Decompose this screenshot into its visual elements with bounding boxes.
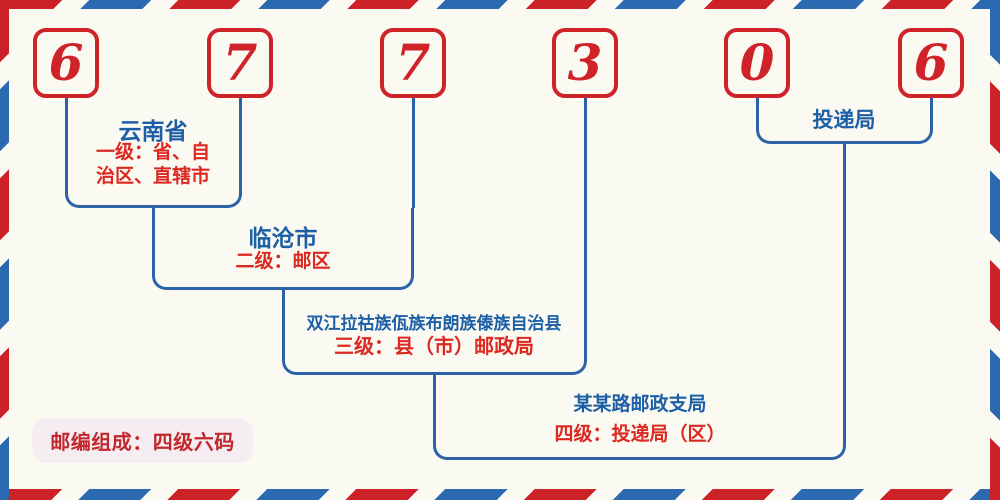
bracket-level-2 [152,208,414,290]
digit-4: 3 [567,33,603,92]
level-3-desc: 三级：县（市）邮政局 [334,336,534,358]
bracket-level-3 [282,290,587,375]
airmail-border-bottom [0,489,1000,500]
digit-box-5: 0 [724,28,790,98]
level-3-name: 双江拉祜族佤族布朗族傣族自治县 [306,314,562,333]
composition-label: 邮编组成：四级六码 [50,432,235,454]
digit-2: 7 [222,33,258,92]
digit-box-4: 3 [552,28,618,98]
connector-line-delivery-office [843,144,846,375]
airmail-border-top [0,0,1000,9]
bracket-level-4 [433,375,846,460]
level-2-desc: 二级：邮区 [235,251,331,272]
connector-line-digit-4 [584,98,587,290]
digit-6: 6 [913,33,949,92]
level-1-desc: 一级：省、自 治区、直辖市 [96,141,210,189]
digit-5: 0 [739,33,775,92]
level-1-desc-line-2: 治区、直辖市 [95,165,211,187]
level-4-name: 某某路邮政支局 [573,394,707,415]
digit-box-1: 6 [33,28,99,98]
digit-box-2: 7 [207,28,273,98]
digit-box-6: 6 [898,28,964,98]
connector-line-digit-3 [412,98,415,208]
bracket-level-5 [756,98,933,144]
level-5-name: 投递局 [812,109,876,132]
airmail-border-right [990,0,1000,500]
airmail-border-left [0,0,9,500]
bracket-level-1 [65,98,242,208]
level-1-name: 云南省 [118,118,188,144]
level-1-desc-line-1: 一级：省、自 [95,142,211,163]
composition-badge: 邮编组成：四级六码 [32,418,253,463]
digit-3: 7 [395,33,431,92]
level-4-desc: 四级：投递局（区） [554,424,726,445]
digit-box-3: 7 [380,28,446,98]
digit-1: 6 [48,33,84,92]
level-2-name: 临沧市 [248,225,318,251]
